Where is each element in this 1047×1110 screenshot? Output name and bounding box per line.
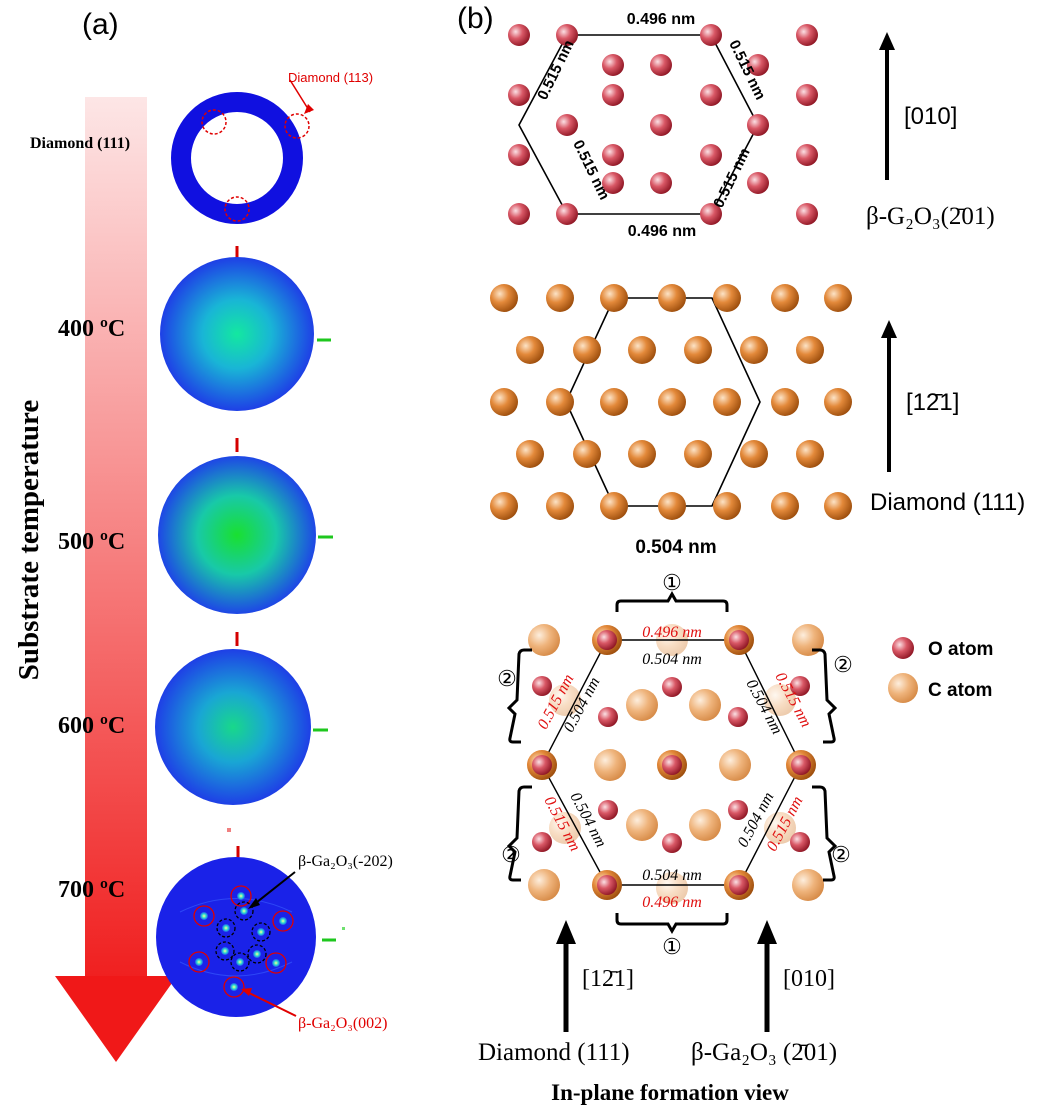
top-dist-upper: 0.496 nm — [627, 11, 695, 28]
ga2o3-lattice-top — [508, 24, 818, 225]
temp-600: 600 ºC — [58, 713, 125, 739]
legend-o-atom: O atom — [928, 639, 993, 660]
arrow-010-top — [879, 32, 895, 180]
label-diamond-111: Diamond (111) — [30, 135, 130, 152]
dir-121-bottom: [12̄1] — [582, 966, 634, 992]
temp-700: 700 ºC — [58, 877, 125, 903]
dir-010-bottom: [010] — [783, 966, 835, 992]
pole-figure-600 — [155, 632, 328, 805]
bottom-black-h-top: 0.504 nm — [642, 651, 702, 668]
pole-figure-400 — [160, 246, 331, 411]
bottom-black-h-bottom: 0.504 nm — [642, 867, 702, 884]
name-diamond-mid: Diamond (111) — [870, 489, 1025, 516]
bottom-red-h-bottom: 0.496 nm — [642, 894, 702, 911]
diffraction-spots — [195, 892, 287, 991]
circled-1-top: ① — [662, 570, 682, 595]
dir-121-mid: [12̄1] — [906, 389, 959, 416]
diamond-lattice-mid — [490, 284, 852, 520]
dir-010-top: [010] — [904, 103, 957, 130]
temp-500: 500 ºC — [58, 529, 125, 555]
arrow-121-mid — [881, 320, 897, 472]
circled-1-bottom: ① — [662, 934, 682, 959]
label-diamond-113: Diamond (113) — [288, 70, 373, 85]
pole-figure-700 — [156, 828, 345, 1017]
label-ga2o3-002: β-Ga₂O₃(002) — [298, 1015, 388, 1032]
arrow-010-bottom — [757, 920, 777, 1032]
circled-2-ll: ② — [501, 842, 521, 867]
top-diag-ul: 0.515 nm — [534, 37, 577, 102]
legend — [888, 637, 918, 703]
overlay-lattice-bottom — [506, 590, 838, 935]
name-diamond-bottom: Diamond (111) — [478, 1039, 630, 1066]
circled-2-ur: ② — [833, 652, 853, 677]
diamond-ring-pattern — [171, 79, 314, 224]
top-dist-lower: 0.496 nm — [628, 223, 696, 240]
temperature-arrow — [55, 97, 177, 1062]
bottom-red-h-top: 0.496 nm — [642, 624, 702, 641]
pole-figure-500 — [158, 438, 333, 614]
panel-a-label: (a) — [82, 8, 119, 41]
axis-label-substrate-temperature: Substrate temperature — [13, 400, 45, 681]
circled-2-lr: ② — [831, 842, 851, 867]
temp-400: 400 ºC — [58, 316, 125, 342]
arrow-121-bottom — [556, 920, 576, 1032]
mid-dist: 0.504 nm — [635, 537, 716, 558]
panel-b-label: (b) — [457, 2, 494, 35]
label-ga2o3-m202: β-Ga₂O₃(-202) — [298, 853, 393, 870]
name-ga2o3-bottom: β-Ga₂O₃ (2̄01) — [691, 1039, 837, 1066]
circled-2-ul: ② — [497, 666, 517, 691]
legend-c-atom: C atom — [928, 680, 992, 701]
name-ga2o3-top: β-G₂O₃(2̄01) — [866, 203, 995, 230]
caption-in-plane: In-plane formation view — [551, 1080, 789, 1105]
